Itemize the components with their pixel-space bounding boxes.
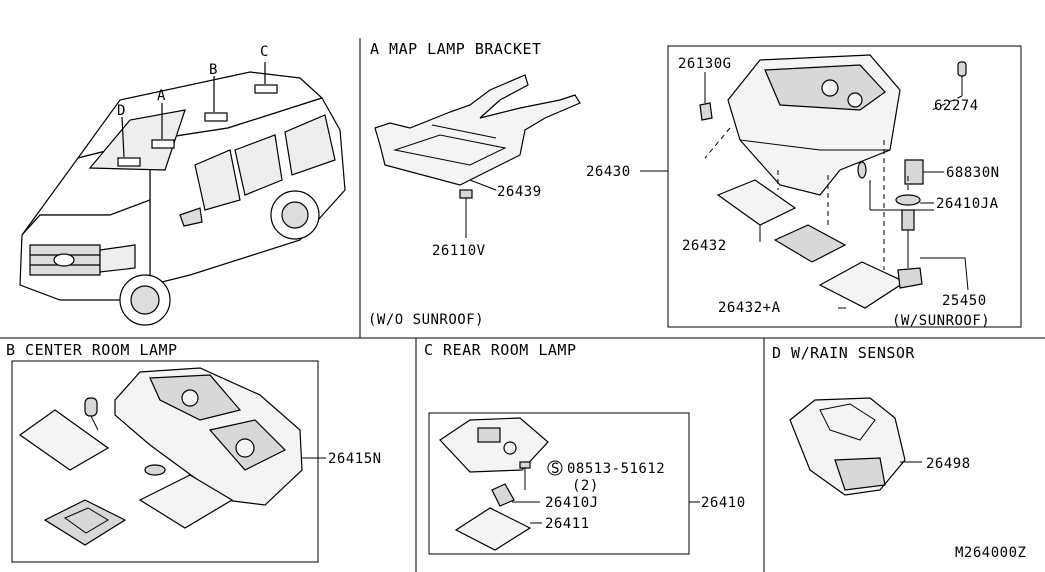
section-d-title: D W/RAIN SENSOR (772, 344, 915, 362)
label-08513: 08513-51612 (567, 461, 665, 477)
clip-26130g (699, 72, 713, 121)
center-lens-bottom-left (43, 499, 127, 546)
callout-d: D (117, 103, 126, 119)
label-26439: 26439 (497, 184, 542, 200)
center-lens-left (18, 409, 110, 471)
lens-inner (773, 224, 847, 263)
map-lamp-bracket (374, 74, 581, 186)
section-a-note: (W/O SUNROOF) (368, 312, 484, 328)
label-26130g: 26130G (678, 56, 732, 72)
label-08513-qty: (2) (572, 478, 599, 494)
rain-sensor-cover (789, 397, 922, 496)
label-26498: 26498 (926, 456, 971, 472)
callout-b: B (209, 62, 218, 78)
bulb-62274 (957, 61, 967, 96)
bulb-26410ja (857, 161, 934, 211)
lens-26432a (818, 261, 907, 309)
rear-room-lamp-housing (439, 417, 549, 473)
screw-08513 (519, 460, 563, 490)
callout-c: C (260, 44, 269, 60)
section-c-title: C REAR ROOM LAMP (424, 341, 577, 359)
lens-26432 (716, 179, 797, 242)
callout-a: A (157, 88, 166, 104)
screw-26110v (459, 189, 473, 238)
label-26110v: 26110V (432, 243, 486, 259)
label-26432: 26432 (682, 238, 727, 254)
center-bulb (84, 397, 166, 476)
label-08513-symbol: S (551, 461, 560, 477)
label-26410ja: 26410JA (936, 196, 999, 212)
vehicle-illustration (19, 62, 346, 326)
label-26432a: 26432+A (718, 300, 781, 316)
bulb-26410j (491, 483, 540, 507)
label-68830n: 68830N (946, 165, 1000, 181)
sunroof-note: (W/SUNROOF) (892, 313, 990, 329)
label-26410: 26410 (701, 495, 746, 511)
assembly-dashes (704, 95, 963, 270)
frame-lines (0, 38, 1045, 572)
lens-26411 (454, 507, 542, 551)
switch-68830n (904, 159, 944, 185)
connector-25450 (897, 209, 969, 291)
section-b-title: B CENTER ROOM LAMP (6, 341, 178, 359)
label-25450: 25450 (942, 293, 987, 309)
label-26410j: 26410J (545, 495, 599, 511)
diagram-code: M264000Z (955, 545, 1026, 561)
label-26430: 26430 (586, 164, 631, 180)
section-a-title: A MAP LAMP BRACKET (370, 40, 542, 58)
label-26411: 26411 (545, 516, 590, 532)
label-26415n: 26415N (328, 451, 382, 467)
center-lens-bottom-right (138, 474, 234, 529)
center-room-lamp-housing (114, 367, 303, 506)
label-62274: 62274 (934, 98, 979, 114)
map-lamp-housing (727, 54, 901, 196)
